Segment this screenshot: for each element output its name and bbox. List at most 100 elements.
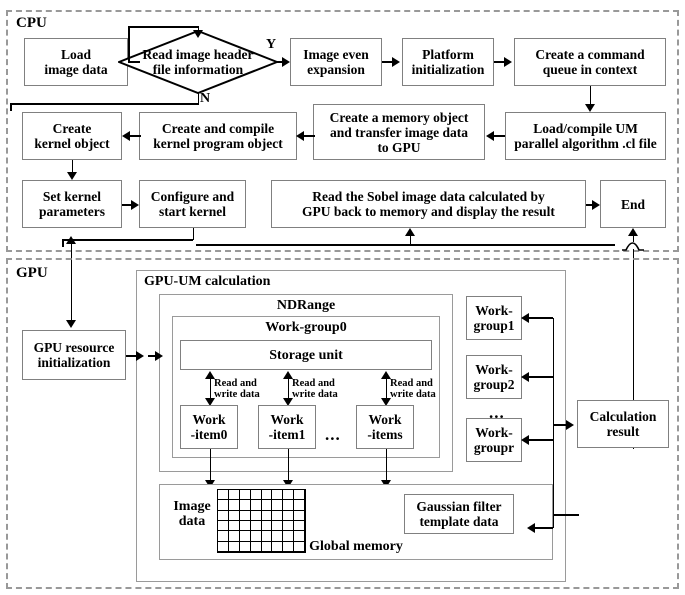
edge-sobel-to-end-arrowhead <box>592 200 600 210</box>
node-work-group-1[interactable]: Work- group1 <box>466 296 522 340</box>
bus-to-global-memory-arrowhead <box>527 523 535 533</box>
edge-kernelprog-to-kernelobj <box>126 135 141 137</box>
edge-loop-left-vertical <box>128 26 130 62</box>
bus-to-workgroupr <box>524 439 553 441</box>
bus-to-workgroup2 <box>524 376 553 378</box>
edge-configure-down <box>192 228 195 240</box>
arrow-rw0-line <box>209 376 212 402</box>
node-platform-initialization[interactable]: Platform initialization <box>402 38 494 86</box>
edge-loop-arrowhead <box>193 30 203 38</box>
node-read-image-header-label: Read image header file information <box>142 47 254 77</box>
edge-um-to-memory-arrowhead <box>486 131 494 141</box>
bus-to-workgroup1 <box>524 317 553 319</box>
edge-kernelobj-to-params-arrowhead <box>67 172 77 180</box>
label-read-write-2: Read and write data <box>390 378 436 400</box>
edge-item0-to-memory <box>209 449 212 484</box>
node-create-command-queue[interactable]: Create a command queue in context <box>514 38 666 86</box>
arrow-rw1-line <box>287 376 290 402</box>
edge-expansion-to-platform <box>382 61 394 63</box>
bus-to-global-memory <box>530 527 553 529</box>
node-calculation-result[interactable]: Calculation result <box>577 400 669 448</box>
edge-cpu-to-gpu-resource <box>70 240 73 326</box>
edge-item1-to-memory <box>287 449 290 484</box>
edge-platform-to-queue <box>494 61 506 63</box>
arrow-rw2-up <box>381 371 391 379</box>
node-create-memory-object[interactable]: Create a memory object and transfer imag… <box>313 104 485 160</box>
container-ndrange-label: NDRange <box>276 298 336 313</box>
node-storage-unit[interactable]: Storage unit <box>180 340 432 370</box>
edge-load-to-decision <box>128 61 140 63</box>
node-work-item-0[interactable]: Work -item0 <box>180 405 238 449</box>
edge-loop-down-to-diamond <box>197 26 200 32</box>
work-groups-ellipsis: ... <box>489 403 505 422</box>
edge-items-to-memory <box>385 449 388 484</box>
node-work-group-r[interactable]: Work- groupr <box>466 418 522 462</box>
node-work-group-2[interactable]: Work- group2 <box>466 355 522 399</box>
arrow-rw0-up <box>205 371 215 379</box>
container-gpu-um-calculation-label: GPU-UM calculation <box>144 274 271 289</box>
edge-decision-no-left-down <box>10 103 12 111</box>
edge-sobel-to-end <box>586 204 596 206</box>
edge-kernelprog-to-kernelobj-arrowhead <box>122 131 130 141</box>
edge-memory-to-kernelprog-arrowhead <box>296 131 304 141</box>
node-image-even-expansion[interactable]: Image even expansion <box>290 38 382 86</box>
cpu-region <box>6 10 679 252</box>
edge-calcresult-to-end-lower <box>632 249 635 449</box>
gpu-region-label: GPU <box>16 265 48 281</box>
edge-expansion-to-platform-arrowhead <box>392 57 400 67</box>
edge-memory-right-in <box>553 514 579 516</box>
node-read-image-header[interactable]: Read image header file information <box>118 30 278 94</box>
edge-gpuinit-to-umcalc-arrowhead <box>136 351 144 361</box>
edge-decision-no-horizontal <box>10 103 199 105</box>
node-end[interactable]: End <box>600 180 666 228</box>
arrow-rw1-up <box>283 371 293 379</box>
bus-to-workgroupr-arrowhead <box>521 435 529 445</box>
edge-umcalc-to-ndrange <box>148 355 161 357</box>
node-load-compile-um[interactable]: Load/compile UM parallel algorithm .cl f… <box>505 112 666 160</box>
edge-calcresult-to-end-upper <box>632 232 635 242</box>
node-read-sobel-back[interactable]: Read the Sobel image data calculated by … <box>271 180 586 228</box>
label-image-data: Image data <box>173 499 211 529</box>
node-create-compile-kernel-program[interactable]: Create and compile kernel program object <box>139 112 297 160</box>
node-work-item-1[interactable]: Work -item1 <box>258 405 316 449</box>
gpu-region <box>6 258 679 589</box>
image-data-grid <box>217 489 306 553</box>
edge-platform-to-queue-arrowhead <box>504 57 512 67</box>
bus-calcresult-in <box>553 424 569 426</box>
node-gpu-resource-init[interactable]: GPU resource initialization <box>22 330 126 380</box>
edge-gpuinit-to-umcalc <box>126 355 140 357</box>
edge-label-yes: Y <box>266 37 277 52</box>
node-create-kernel-object[interactable]: Create kernel object <box>22 112 122 160</box>
edge-decision-yes <box>277 61 285 63</box>
edge-return-arrowhead <box>405 228 415 236</box>
edge-calcresult-to-end-arrowhead <box>628 228 638 236</box>
node-gaussian-filter-template[interactable]: Gaussian filter template data <box>404 494 514 534</box>
container-work-group0-label: Work-group0 <box>265 320 347 335</box>
bus-workgroup-vertical <box>552 318 555 528</box>
arrow-rw2-down <box>381 398 391 406</box>
edge-um-to-memory <box>489 135 505 137</box>
edge-return-horizontal <box>196 244 615 246</box>
bus-to-workgroup1-arrowhead <box>521 313 529 323</box>
bus-to-workgroup2-arrowhead <box>521 372 529 382</box>
node-load-image-data[interactable]: Load image data <box>24 38 128 86</box>
node-work-item-s[interactable]: Work -items <box>356 405 414 449</box>
bus-calcresult-arrowhead <box>566 420 574 430</box>
edge-umcalc-to-ndrange-arrowhead <box>155 351 163 361</box>
edge-cpu-to-gpu-resource-up-arrowhead <box>66 236 76 244</box>
label-read-write-1: Read and write data <box>292 378 338 400</box>
node-set-kernel-parameters[interactable]: Set kernel parameters <box>22 180 122 228</box>
work-items-ellipsis: ... <box>325 425 341 444</box>
cpu-region-label: CPU <box>16 15 47 31</box>
edge-params-to-configure-arrowhead <box>131 200 139 210</box>
label-read-write-0: Read and write data <box>214 378 260 400</box>
edge-params-to-configure <box>122 204 135 206</box>
edge-configure-to-bus <box>62 239 193 241</box>
edge-memory-to-kernelprog <box>300 135 315 137</box>
edge-loop-top-horizontal <box>128 26 199 28</box>
edge-queue-to-um <box>589 86 592 106</box>
edge-return-up-to-sobel <box>409 232 412 245</box>
edge-decision-yes-arrowhead <box>282 57 290 67</box>
node-configure-start-kernel[interactable]: Configure and start kernel <box>139 180 246 228</box>
